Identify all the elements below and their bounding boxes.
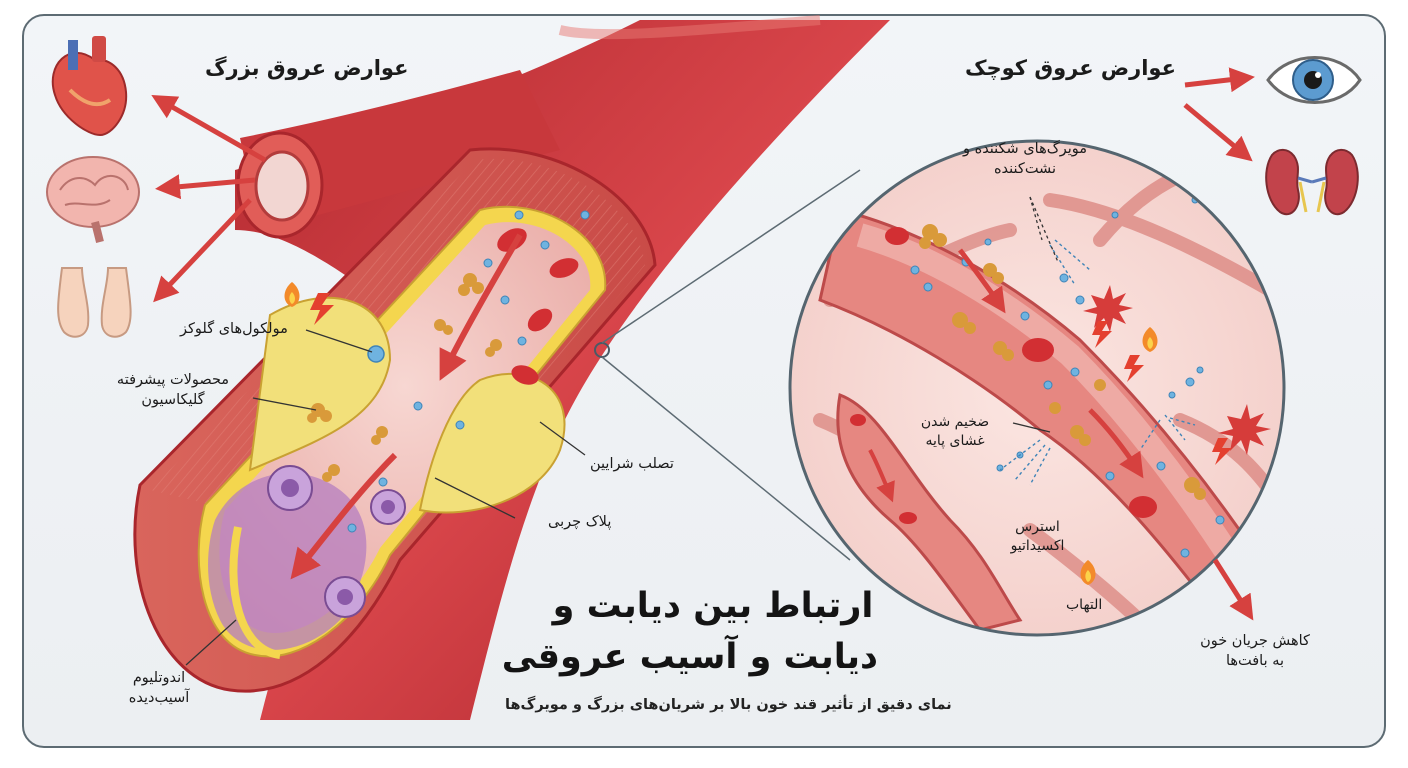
basement-membrane-label: ضخیم شدن غشای پایه [905, 413, 1005, 451]
damaged-endothelium-label: اندوتلیوم آسیب‌دیده [104, 668, 214, 708]
artery-cross-section [133, 147, 657, 693]
oxidative-line2: اکسیداتیو [1010, 538, 1065, 554]
page-subtitle: نمای دقیق از تأثیر قند خون بالا بر شریان… [505, 697, 952, 713]
inflammation-label: التهاب [1066, 597, 1103, 613]
glucose-molecules-label: مولکول‌های گلوکز [180, 321, 288, 337]
age-label-line1: محصولات پیشرفته [116, 372, 230, 388]
capillaries-line1: مویرگ‌های شکننده و [962, 141, 1088, 157]
micro-complications-heading: عوارض عروق کوچک [965, 56, 1176, 80]
endothelium-line1: اندوتلیوم [132, 670, 186, 686]
oxidative-stress-label: استرس اکسیداتیو [990, 518, 1085, 556]
fatty-plaque-label: پلاک چربی [548, 514, 612, 530]
magnifier-connector [594, 169, 861, 561]
lightning-icon [310, 293, 1232, 465]
capillary-magnified-view [788, 139, 1286, 637]
feet-icon [57, 267, 132, 338]
atherosclerosis-label: تصلب شرایین [590, 456, 674, 472]
heart-icon [51, 36, 128, 137]
kidneys-icon [1265, 148, 1359, 216]
brain-icon [46, 156, 140, 243]
leader-lines [185, 196, 1059, 666]
basement-line1: ضخیم شدن [920, 414, 990, 430]
macro-complications-heading: عوارض عروق بزرگ [205, 56, 409, 80]
page-title-line1: ارتباط بین دیابت و [552, 586, 874, 626]
fire-icon [1142, 327, 1158, 352]
fragile-capillaries-label: مویرگ‌های شکننده و نشت‌کننده [935, 139, 1115, 179]
age-label: محصولات پیشرفته گلیکاسیون [98, 370, 248, 410]
page-title-line2: دیابت و آسیب عروقی [501, 637, 878, 677]
capillaries-line2: نشت‌کننده [993, 161, 1057, 177]
blood-flow-line1: کاهش جریان خون [1200, 633, 1310, 649]
oxidative-line1: استرس [1015, 519, 1060, 535]
blood-flow-line2: به بافت‌ها [1225, 653, 1285, 669]
macro-arrows [151, 95, 267, 303]
age-label-line2: گلیکاسیون [141, 392, 205, 408]
eye-icon [1266, 56, 1362, 104]
micro-arrows [1183, 67, 1255, 621]
fire-icon [1080, 560, 1096, 585]
basement-line2: غشای پایه [925, 433, 985, 449]
fire-icon [284, 282, 300, 307]
endothelium-line2: آسیب‌دیده [128, 690, 190, 706]
reduced-blood-flow-label: کاهش جریان خون به بافت‌ها [1180, 631, 1330, 671]
